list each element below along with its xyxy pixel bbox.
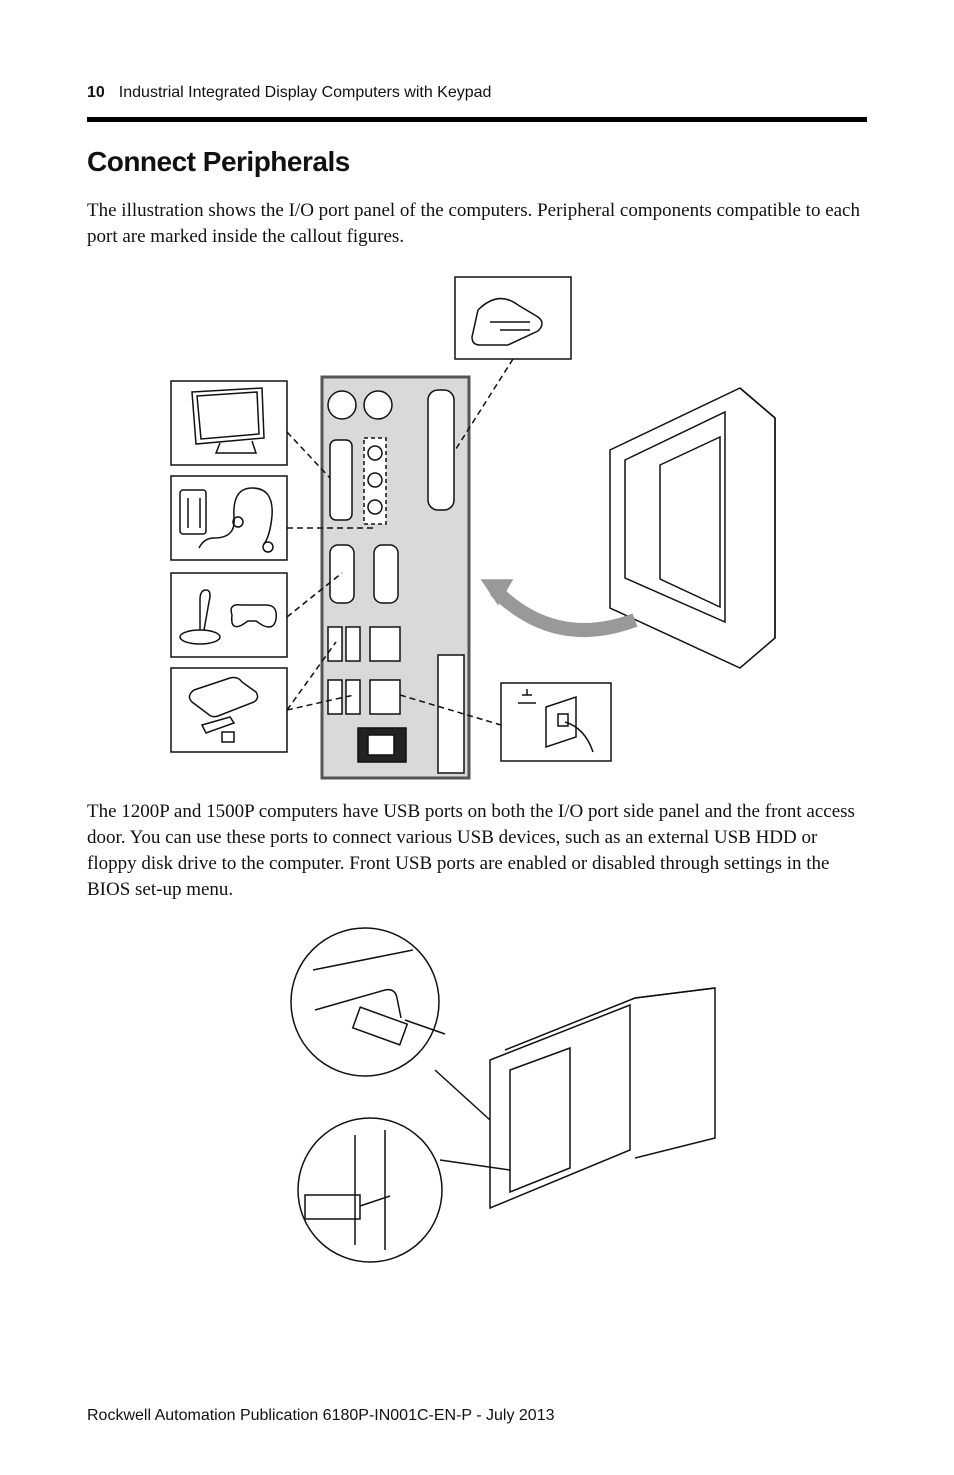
audio-callout: [170, 475, 288, 561]
printer-callout: [454, 276, 572, 360]
ethernet-callout: [500, 682, 612, 762]
publication-footer: Rockwell Automation Publication 6180P-IN…: [87, 1407, 555, 1424]
monitor-callout: [170, 380, 288, 466]
computer-rear-view: [609, 387, 776, 669]
running-header: 10 Industrial Integrated Display Compute…: [87, 84, 867, 108]
running-title: Industrial Integrated Display Computers …: [118, 84, 492, 101]
io-panel: [320, 375, 471, 780]
front-usb-detail: [290, 927, 446, 1077]
usb-storage-callout: [170, 667, 288, 753]
io-port-panel-figure: [170, 276, 776, 780]
side-usb-detail: [297, 1117, 443, 1263]
joystick-callout: [170, 572, 288, 658]
usb-paragraph: The 1200P and 1500P computers have USB p…: [87, 801, 855, 900]
header-rule: [87, 117, 867, 122]
callout-lines: [286, 358, 514, 726]
computer-perspective-view: [489, 987, 716, 1210]
section-title: Connect Peripherals: [87, 146, 350, 177]
intro-paragraph: The illustration shows the I/O port pane…: [87, 200, 860, 247]
page-number: 10: [87, 84, 105, 101]
usb-connection-figure: [290, 927, 716, 1263]
